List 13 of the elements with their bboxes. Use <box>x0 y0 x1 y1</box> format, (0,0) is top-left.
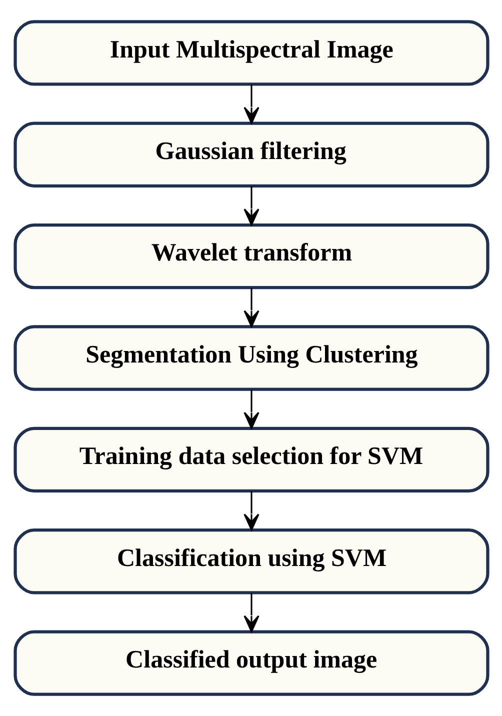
arrow <box>243 84 259 124</box>
arrow <box>243 390 259 429</box>
arrow <box>243 186 259 226</box>
node-box: Segmentation Using Clustering <box>13 325 489 391</box>
node-box: Training data selection for SVM <box>13 426 489 493</box>
node-box: Gaussian filtering <box>13 122 489 188</box>
node-box: Classified output image <box>13 630 489 696</box>
node-box: Classification using SVM <box>13 528 489 594</box>
arrow <box>243 491 259 531</box>
arrow <box>243 593 259 632</box>
node-box: Input Multispectral Image <box>13 20 489 86</box>
node-box: Wavelet transform <box>13 223 489 290</box>
arrow <box>243 288 259 328</box>
